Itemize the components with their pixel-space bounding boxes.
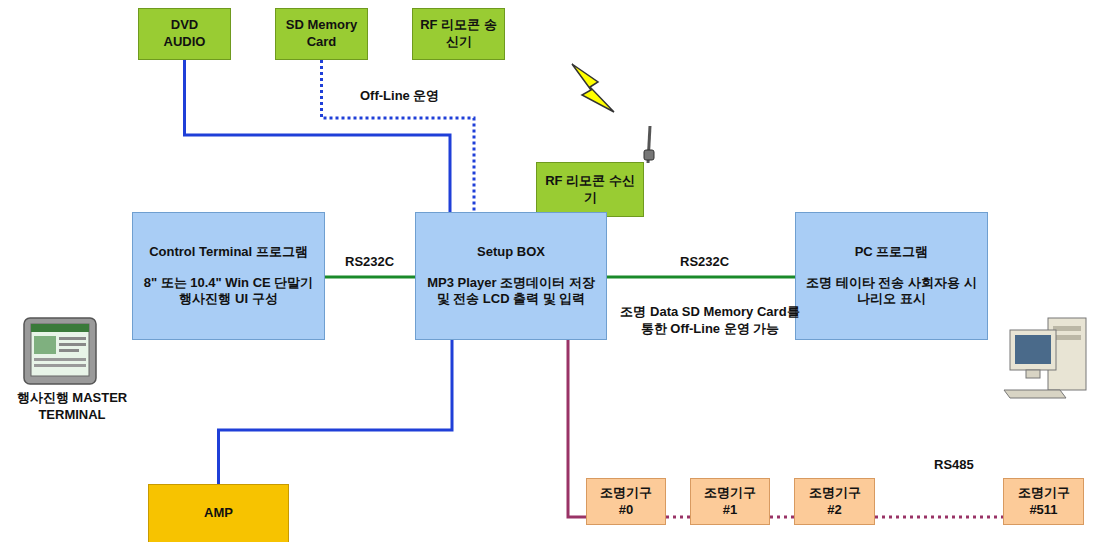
source-box: DVD AUDIO [138, 8, 231, 60]
bus-line [770, 516, 794, 519]
edge-label: Off-Line 운영 [358, 88, 441, 105]
amp-box: AMP [148, 484, 289, 542]
tablet-icon [24, 318, 96, 384]
box-body: 조명 테이타 전송 사회자용 시나리오 표시 [802, 275, 982, 309]
serial-line [607, 276, 795, 279]
box-title: AMP [204, 505, 233, 522]
fixture-box: 조명기구 #511 [1003, 478, 1084, 525]
edge-label: RS232C [343, 254, 396, 271]
terminal-box: Control Terminal 프로그램 8" 또는 10.4" Win CE … [132, 212, 325, 340]
box-title: SD Memory Card [282, 17, 362, 51]
fixture-box: 조명기구 #0 [586, 478, 666, 525]
edge-label: RS232C [678, 254, 731, 271]
note-text: 조명 Data SD Memory Card를 통한 Off-Line 운영 가… [618, 304, 802, 338]
bus-line [666, 516, 690, 519]
box-title: RF 리모콘 수신기 [542, 173, 638, 207]
edge-label: RS485 [932, 457, 976, 474]
pc-icon [1004, 318, 1086, 398]
fixture-box: 조명기구 #1 [690, 478, 770, 525]
offline-line [322, 60, 475, 212]
device-caption: 행사진행 MASTER TERMINAL [6, 390, 138, 424]
box-title: Control Terminal 프로그램 [149, 244, 308, 261]
box-title: DVD AUDIO [154, 17, 216, 51]
receiver-box: RF 리모콘 수신기 [536, 162, 644, 217]
box-title: Setup BOX [477, 244, 545, 261]
antenna-base [644, 150, 654, 160]
box-title: 조명기구 #511 [1009, 485, 1079, 519]
box-title: 조명기구 #2 [804, 485, 866, 519]
serial-line [325, 276, 415, 279]
box-title: PC 프로그램 [855, 244, 929, 261]
box-body: MP3 Player 조명데이터 저장 및 전송 LCD 출력 및 입력 [421, 275, 601, 309]
bus-line [875, 516, 1003, 519]
setup-box: Setup BOX MP3 Player 조명데이터 저장 및 전송 LCD 출력… [415, 212, 607, 340]
wireless-bolt [572, 64, 614, 112]
pc-box: PC 프로그램조명 테이타 전송 사회자용 시나리오 표시 [795, 212, 988, 340]
box-title: RF 리모콘 송신기 [417, 17, 501, 51]
box-body: 8" 또는 10.4" Win CE 단말기 행사진행 UI 구성 [139, 275, 319, 309]
audio-line [185, 60, 451, 212]
fixture-box: 조명기구 #2 [794, 478, 875, 525]
memory-box: SD Memory Card [275, 8, 368, 60]
remote-box: RF 리모콘 송신기 [412, 8, 505, 60]
box-title: 조명기구 #0 [595, 485, 657, 519]
box-title: 조명기구 #1 [699, 485, 761, 519]
bus-line [568, 340, 586, 517]
audio-line [219, 340, 453, 484]
